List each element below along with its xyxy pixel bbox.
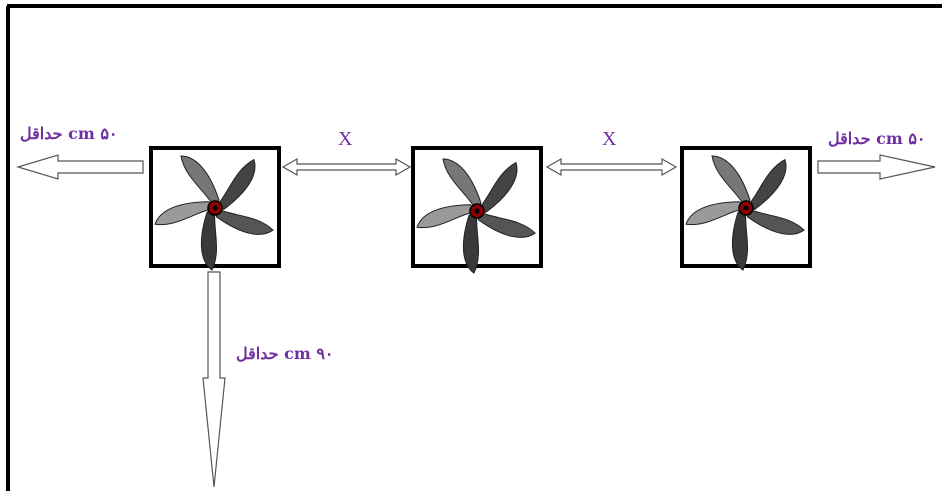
spacing-arrow-left [281,157,412,177]
right-clearance-arrow [817,154,936,180]
spacing-label-right: X [602,128,617,150]
bottom-clearance-label: حداقل cm ۹۰ [236,344,334,363]
right-clearance-label: حداقل cm ۵۰ [828,129,926,148]
fan-unit-center [411,146,543,274]
fan-unit-left [149,146,281,271]
left-clearance-label: حداقل cm ۵۰ [20,124,118,143]
spacing-arrow-right [545,157,678,177]
left-clearance-arrow [15,154,144,180]
fan-unit-right [680,146,812,271]
bottom-clearance-arrow [202,271,226,488]
spacing-label-left: X [338,128,353,150]
